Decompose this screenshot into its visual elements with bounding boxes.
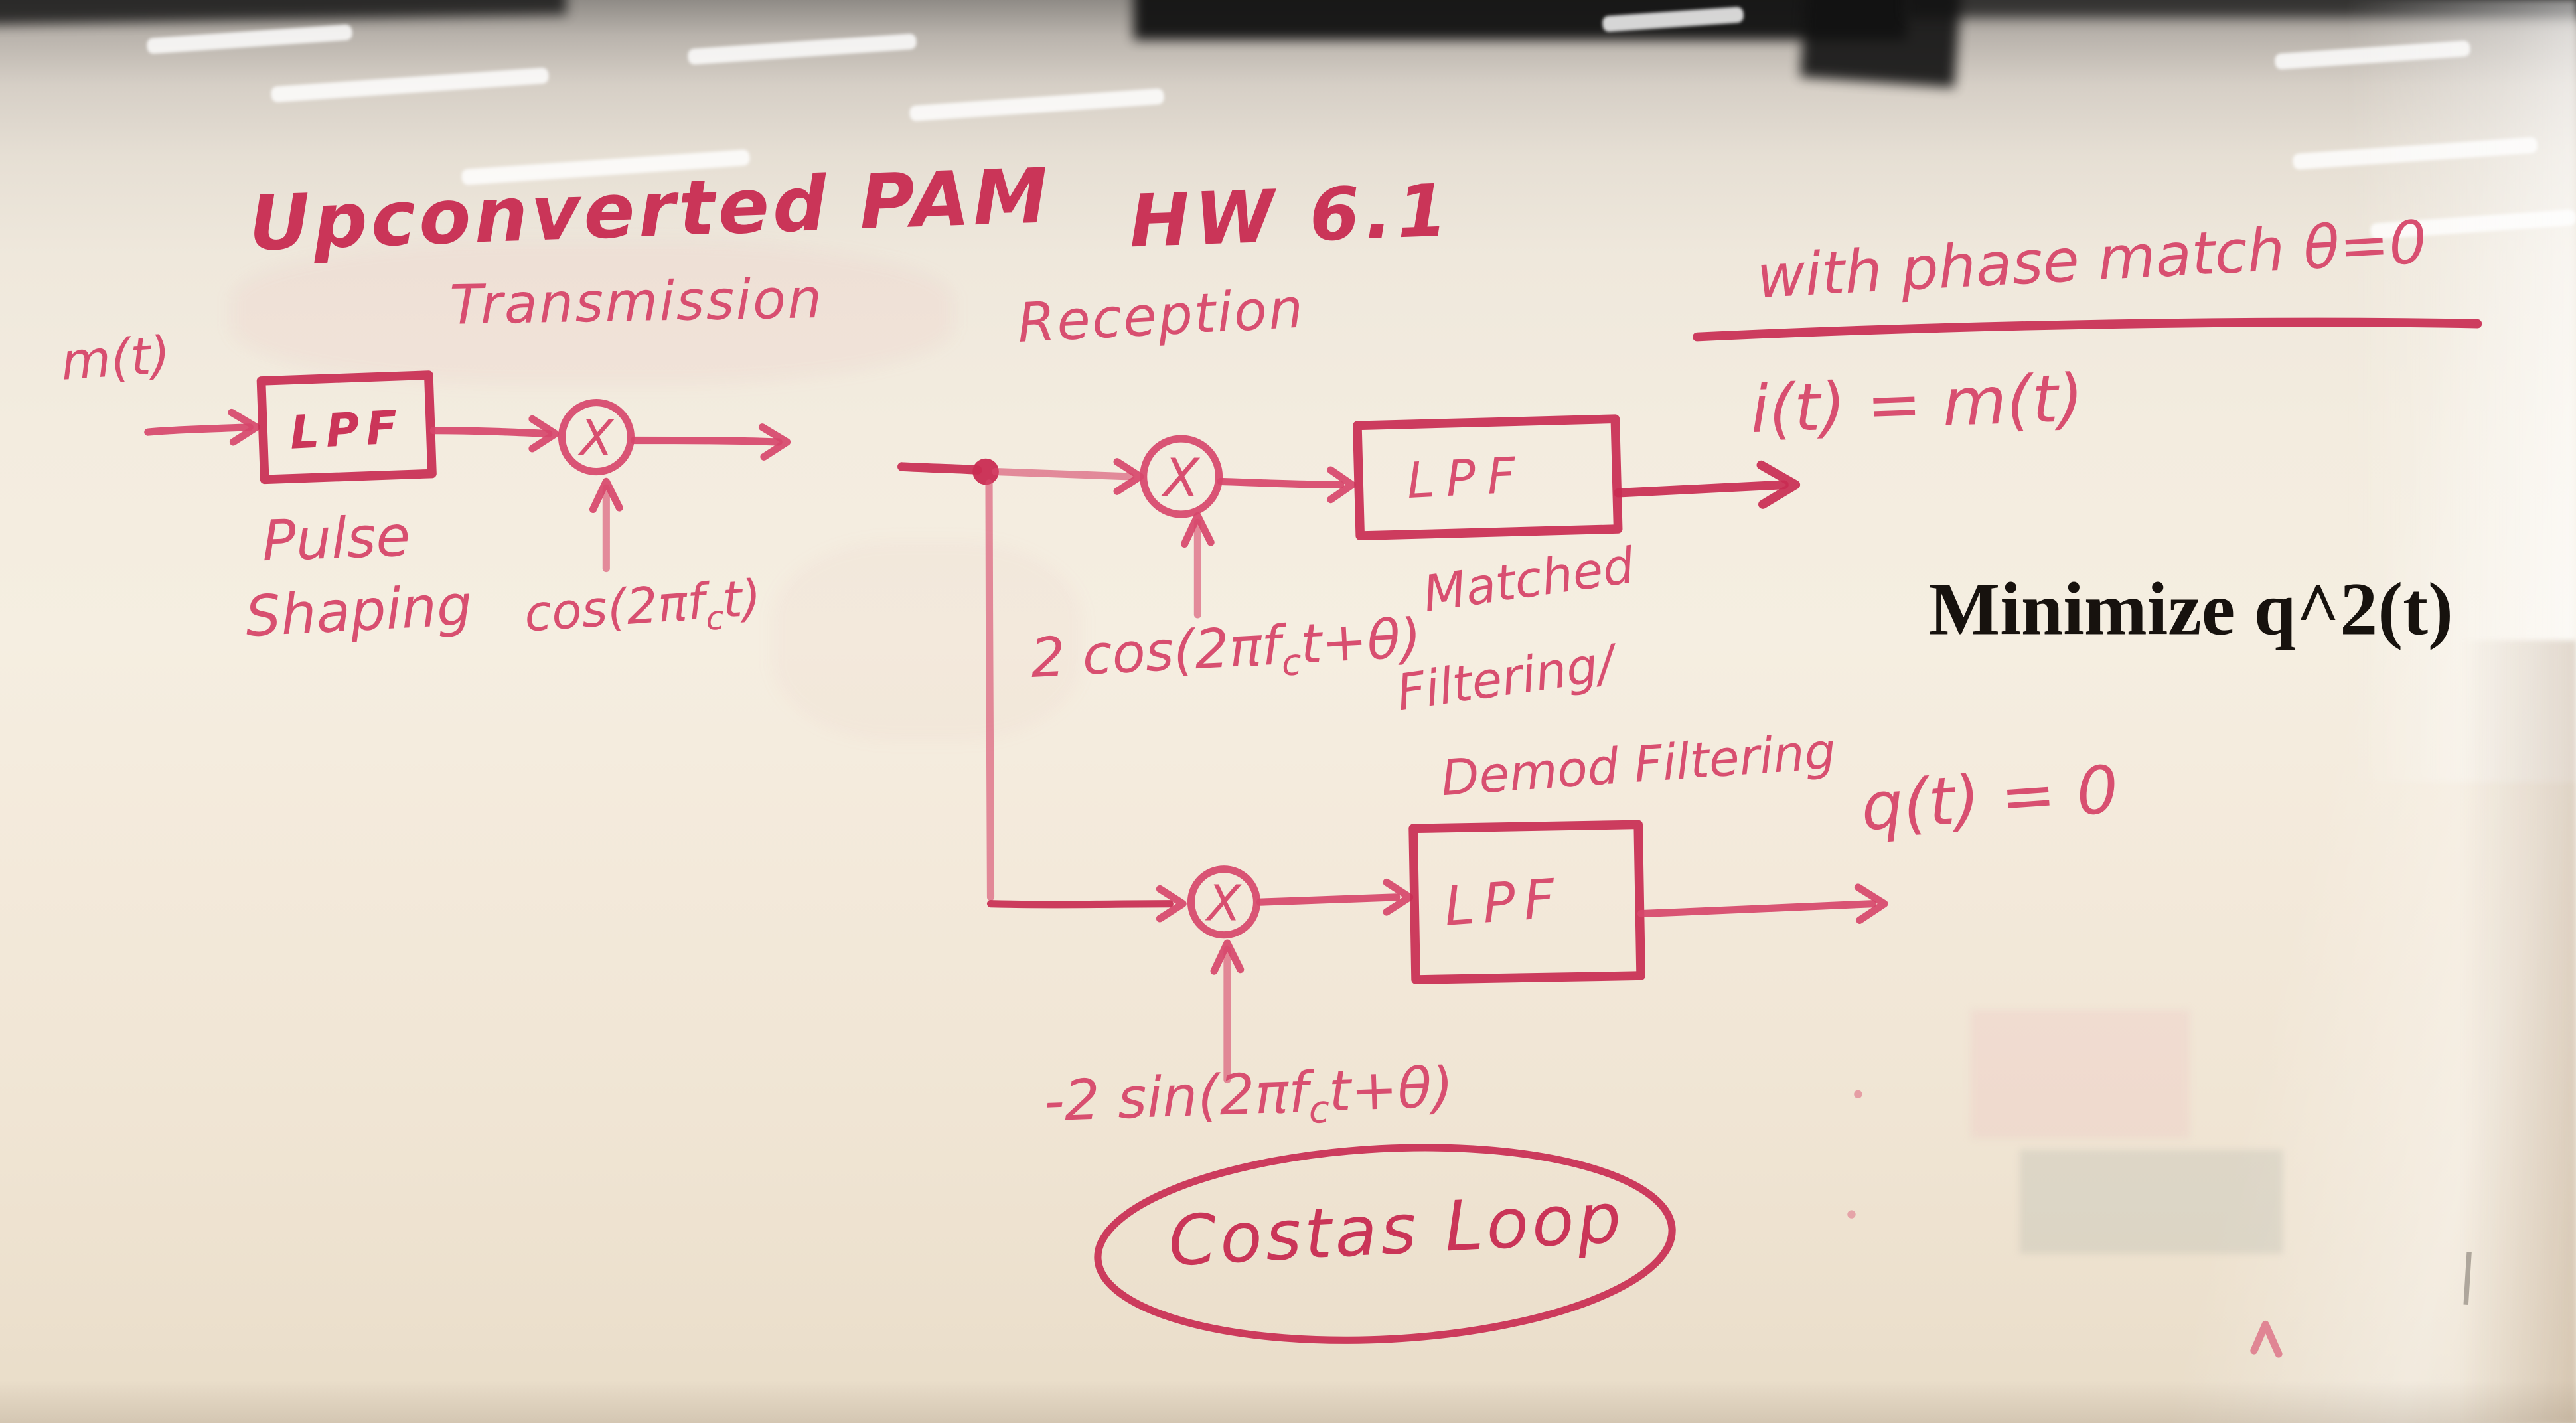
rx-i-output-line xyxy=(1614,480,1789,498)
marker-tray-pen-line xyxy=(2463,1252,2472,1305)
rx-subtitle: Reception xyxy=(1016,277,1306,355)
tx-lpf-to-mixer-arrowhead xyxy=(528,415,560,453)
page-title: Upconverted PAM xyxy=(248,151,1053,267)
phase-match-note: with phase match θ=0 xyxy=(1755,208,2429,312)
erased-gray-patch xyxy=(2019,1150,2283,1254)
erased-pink-patch xyxy=(1970,1010,2190,1139)
rx-branch-down-line xyxy=(985,479,995,901)
transmitter-diagram: m(t) LPF Pulse Shaping X cos(2πfct) xyxy=(59,326,791,650)
header: Upconverted PAM HW 6.1 Transmission Rece… xyxy=(248,151,1454,355)
tx-carrier-prefix: cos(2πf xyxy=(522,572,713,642)
tx-mixer-circle xyxy=(558,398,635,476)
stray-pink-caret xyxy=(2250,1320,2283,1358)
receiver-i-branch: X LPF 2 cos(2πfct+θ) Matched Filtering/ … xyxy=(897,414,1837,807)
erased-pink-haze-mid xyxy=(773,540,1083,740)
tx-carrier-subscript: c xyxy=(704,598,725,638)
rx-imixer-to-lpf-line xyxy=(1217,477,1345,488)
rx-qlpf-arrowhead xyxy=(1383,878,1414,916)
tx-output-line xyxy=(630,436,783,446)
rx-i-lpf-box xyxy=(1353,414,1623,540)
rx-qmixer-to-lpf-line xyxy=(1256,893,1401,906)
tx-lpf-to-mixer-line xyxy=(429,427,553,438)
rx-q-output-arrowhead xyxy=(1854,883,1888,924)
hw-label: HW 6.1 xyxy=(1128,168,1454,263)
i-equation: i(t) = m(t) xyxy=(1749,360,2085,448)
rx-i-mixer-circle xyxy=(1140,435,1223,518)
costas-loop-label: Costas Loop xyxy=(1166,1177,1626,1282)
tx-lpf-caption-line2: Shaping xyxy=(244,572,474,649)
tx-carrier-arrowhead xyxy=(589,477,623,514)
rx-branch-to-imixer-line xyxy=(992,467,1134,481)
rx-i-output-arrowhead xyxy=(1756,460,1801,509)
tx-carrier-label: cos(2πfct) xyxy=(522,569,763,650)
rx-q-output-line xyxy=(1637,900,1877,918)
rx-q-carrier-prefix: -2 sin(2πf xyxy=(1043,1059,1316,1134)
tx-carrier-suffix: t) xyxy=(721,569,763,629)
rx-filter-caption-line1: Matched xyxy=(1420,536,1638,623)
tx-lpf-caption-line1: Pulse xyxy=(261,503,411,573)
rx-i-carrier-arrowhead xyxy=(1180,512,1215,548)
tx-mixer-symbol: X xyxy=(577,410,615,467)
rx-q-carrier-suffix: t+θ) xyxy=(1327,1055,1454,1124)
rx-filter-caption-line3: Demod Filtering xyxy=(1439,722,1837,807)
right-edge-shade xyxy=(2460,640,2576,1423)
rx-q-carrier-label: -2 sin(2πfct+θ) xyxy=(1043,1055,1454,1142)
tx-lpf-label: LPF xyxy=(289,401,406,460)
rx-branch-node xyxy=(972,458,999,485)
tx-input-signal-label: m(t) xyxy=(59,326,172,392)
rx-i-carrier-suffix: t+θ) xyxy=(1299,607,1423,676)
erased-pink-haze-title xyxy=(232,242,953,384)
rx-q-carrier-arrowhead xyxy=(1210,939,1245,975)
costas-loop-ellipse xyxy=(1094,1144,1676,1344)
rx-q-lpf-box xyxy=(1408,820,1645,984)
rx-i-carrier-prefix: 2 cos(2πf xyxy=(1029,614,1290,690)
minimize-annotation: Minimize q^2(t) xyxy=(1929,567,2453,651)
tx-lpf-box xyxy=(256,370,437,485)
q-equation: q(t) = 0 xyxy=(1858,751,2121,846)
bottom-edge-shade xyxy=(0,1380,2576,1423)
rx-q-lpf-label: LPF xyxy=(1442,867,1565,938)
rx-q-mixer-symbol: X xyxy=(1205,874,1243,932)
rx-qmixer-arrowhead xyxy=(1156,885,1187,923)
stray-marks xyxy=(1847,1090,2472,1358)
tx-input-arrow-line xyxy=(144,423,254,436)
rx-i-carrier-subscript: c xyxy=(1280,640,1302,684)
ceiling-shadow-top-center xyxy=(1133,0,1906,40)
rx-i-lpf-label: LPF xyxy=(1406,446,1529,510)
stray-pink-dot xyxy=(1847,1210,1856,1219)
rx-ilpf-arrowhead xyxy=(1327,466,1356,504)
phase-match-underline xyxy=(1693,317,2482,342)
rx-i-mixer-symbol: X xyxy=(1160,447,1200,509)
right-edge-glare xyxy=(2344,0,2576,783)
tx-output-arrowhead xyxy=(758,423,791,461)
rx-i-carrier-label: 2 cos(2πfct+θ) xyxy=(1029,607,1423,697)
rx-filter-caption-line2: Filtering/ xyxy=(1393,633,1622,721)
stray-pink-dot xyxy=(1854,1090,1862,1099)
tx-subtitle: Transmission xyxy=(449,267,824,337)
rx-q-carrier-subscript: c xyxy=(1308,1088,1331,1132)
rx-input-line xyxy=(897,462,982,475)
rx-branch-to-qmixer-line xyxy=(986,900,1174,909)
tx-input-arrowhead xyxy=(228,408,260,446)
